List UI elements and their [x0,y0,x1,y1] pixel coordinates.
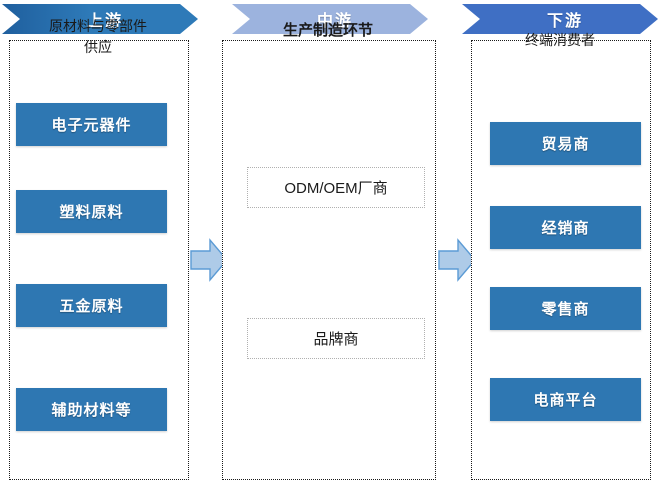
midstream-item-1-label: 品牌商 [313,331,359,348]
downstream-item-2-label: 零售商 [541,301,590,318]
downstream-item-3-label: 电商平台 [533,392,598,409]
arrow-midstream-to-downstream-icon [438,238,476,282]
upstream-item-0[interactable]: 电子元器件 [16,103,167,146]
upstream-item-3-label: 辅助材料等 [51,402,132,419]
downstream-item-2[interactable]: 零售商 [490,287,641,330]
panel-upstream-title-line1: 原材料与零部件 [49,18,147,34]
arrow-upstream-to-midstream-icon [190,238,228,282]
midstream-item-1[interactable]: 品牌商 [247,318,425,359]
panel-downstream-title: 终端消费者 [525,32,595,48]
stage-banner-upstream-label: 上游 [86,13,123,30]
downstream-item-1-label: 经销商 [541,220,590,237]
upstream-item-0-label: 电子元器件 [51,117,132,134]
stage-banner-downstream: 下游 [462,4,658,34]
upstream-item-2-label: 五金原料 [59,298,124,315]
midstream-item-0[interactable]: ODM/OEM厂商 [247,167,425,208]
panel-upstream-title: 原材料与零部件 供应 [9,16,187,58]
panel-midstream-title: 生产制造环节 [282,22,373,39]
downstream-item-3[interactable]: 电商平台 [490,378,641,421]
stage-banner-midstream: 中游 [232,4,428,34]
upstream-item-1[interactable]: 塑料原料 [16,190,167,233]
downstream-item-0[interactable]: 贸易商 [490,122,641,165]
upstream-item-1-label: 塑料原料 [59,204,124,221]
stage-banner-downstream-label: 下游 [546,13,583,30]
downstream-item-1[interactable]: 经销商 [490,206,641,249]
upstream-item-3[interactable]: 辅助材料等 [16,388,167,431]
stage-banner-midstream-label: 中游 [316,13,353,30]
downstream-item-0-label: 贸易商 [541,136,590,153]
panel-upstream-title-line2: 供应 [84,39,112,55]
stage-banner-upstream: 上游 [2,4,198,34]
upstream-item-2[interactable]: 五金原料 [16,284,167,327]
midstream-item-0-label: ODM/OEM厂商 [284,180,388,197]
panel-midstream [222,40,436,480]
